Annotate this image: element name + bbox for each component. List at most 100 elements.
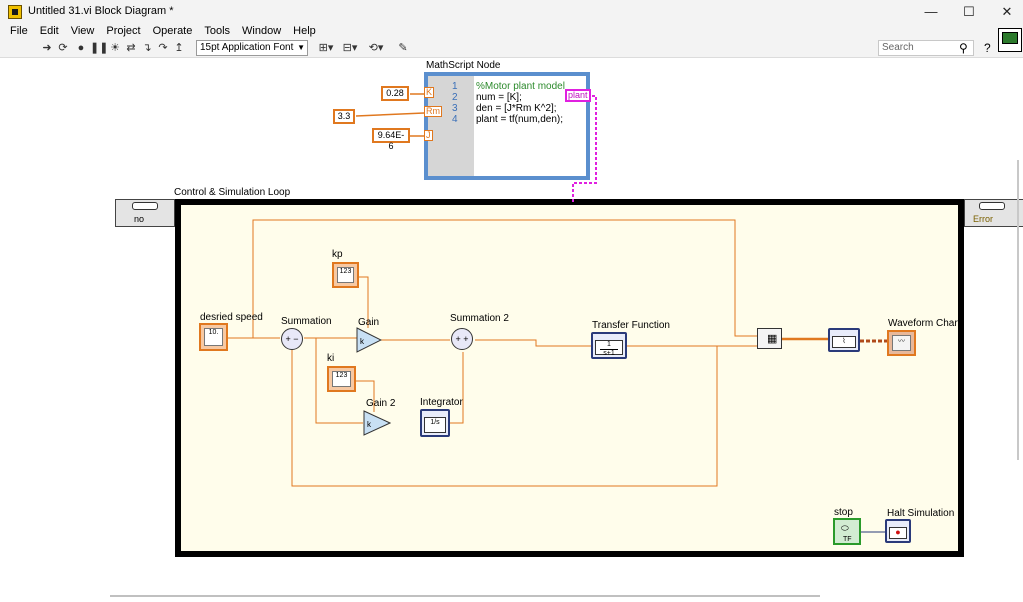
summation2-block[interactable]: + + <box>451 328 473 350</box>
menu-view[interactable]: View <box>70 25 95 37</box>
menu-file[interactable]: File <box>10 25 28 37</box>
abort-icon[interactable]: ● <box>77 42 85 54</box>
gain-block[interactable]: k <box>356 327 382 353</box>
loop-input-label: no <box>134 214 145 224</box>
search-icon[interactable]: ⚲ <box>959 41 968 55</box>
gain2-symbol: k <box>367 420 372 429</box>
halt-simulation-block[interactable]: ● <box>885 519 911 543</box>
step-out-icon[interactable]: ↥ <box>174 42 184 54</box>
help-icon[interactable]: ? <box>984 41 991 55</box>
search-input[interactable]: Search <box>878 40 974 56</box>
cleanup-diagram-icon[interactable]: ✎ <box>398 42 408 54</box>
menu-help[interactable]: Help <box>293 25 316 37</box>
tf-numerator: 1 <box>600 341 618 350</box>
minimize-button[interactable]: — <box>924 4 938 19</box>
menu-bar: File Edit View Project Operate Tools Win… <box>0 24 1023 38</box>
constant-k[interactable]: 0.28 <box>381 86 409 101</box>
stop-sign-icon: ● <box>889 527 907 539</box>
kp-value: 123 <box>337 267 354 283</box>
mathscript-node[interactable]: 1 2 3 4 %Motor plant model num = [K]; de… <box>424 72 590 180</box>
run-continuously-icon[interactable]: ⟳ <box>58 42 68 54</box>
ki-control[interactable]: 123 <box>327 366 356 392</box>
line-number: 4 <box>452 114 458 125</box>
labview-app-icon <box>8 5 22 19</box>
loop-error-label: Error <box>973 214 993 224</box>
mathscript-input-rm[interactable]: Rm <box>424 106 442 117</box>
gain-label: Gain <box>358 317 380 328</box>
line-number: 3 <box>452 103 458 114</box>
window-title: Untitled 31.vi Block Diagram * <box>28 5 174 17</box>
script-line[interactable]: num = [K]; <box>476 92 522 103</box>
desired-speed-ramp: 10. <box>204 328 223 346</box>
gain-symbol: k <box>360 337 365 346</box>
waveform-chart-terminal[interactable]: 〰 <box>887 330 916 356</box>
integrator-symbol: 1/s <box>424 417 446 433</box>
stop-label: stop <box>834 507 853 518</box>
step-into-icon[interactable]: ↴ <box>142 42 152 54</box>
menu-tools[interactable]: Tools <box>204 25 231 37</box>
integrator-label: Integrator <box>420 397 463 408</box>
line-number: 1 <box>452 81 458 92</box>
summation-label: Summation <box>281 316 332 327</box>
mathscript-input-k[interactable]: K <box>424 87 435 98</box>
constant-j[interactable]: 9.64E-6 <box>372 128 410 151</box>
transfer-function-block[interactable]: 1 s+1 <box>591 332 627 359</box>
font-select-value: 15pt Application Font <box>200 42 294 53</box>
desired-speed-terminal[interactable]: 10. <box>199 323 228 351</box>
menu-edit[interactable]: Edit <box>39 25 59 37</box>
integrator-block[interactable]: 1/s <box>420 409 450 437</box>
vi-icon[interactable] <box>998 28 1022 52</box>
step-over-icon[interactable]: ↷ <box>158 42 168 54</box>
reorder-icon[interactable]: ⟲▾ <box>368 42 384 54</box>
ki-value: 123 <box>332 371 351 387</box>
stop-value: TF <box>843 536 852 543</box>
menu-project[interactable]: Project <box>106 25 141 37</box>
waveform-chart-label: Waveform Chart <box>888 318 961 329</box>
stop-button-terminal[interactable]: TF ⬭ <box>833 518 861 545</box>
gain2-label: Gain 2 <box>366 398 396 409</box>
toggle-icon: ⬭ <box>841 523 849 533</box>
table-icon: ▦ <box>767 333 778 345</box>
summation-block[interactable]: + − <box>281 328 303 350</box>
gain2-block[interactable]: k <box>363 410 391 436</box>
pause-icon[interactable]: ❚❚ <box>90 42 109 54</box>
menu-window[interactable]: Window <box>242 25 282 37</box>
constant-rm[interactable]: 3.3 <box>333 109 355 124</box>
script-line[interactable]: %Motor plant model <box>476 81 565 92</box>
horizontal-scrollbar[interactable] <box>110 595 820 597</box>
vertical-scrollbar[interactable] <box>1017 160 1019 460</box>
ki-label: ki <box>327 353 335 364</box>
script-line[interactable]: plant = tf(num,den); <box>476 114 563 125</box>
loop-output-terminal[interactable]: Error <box>964 199 1023 227</box>
line-number: 2 <box>452 92 458 103</box>
run-arrow-icon[interactable]: ➜ <box>42 42 52 54</box>
transfer-function-label: Transfer Function <box>592 320 670 331</box>
mathscript-input-j[interactable]: J <box>424 130 433 141</box>
desired-speed-label: desried speed <box>200 312 263 323</box>
highlight-execution-icon[interactable]: ☀ <box>110 42 120 54</box>
collector-icon: ⌇ <box>832 336 856 348</box>
align-objects-icon[interactable]: ⊞▾ <box>318 42 334 54</box>
summation2-label: Summation 2 <box>450 313 509 324</box>
mathscript-gutter <box>428 76 474 176</box>
loop-label: Control & Simulation Loop <box>174 187 291 198</box>
tf-denominator: s+1 <box>603 350 615 357</box>
control-simulation-loop[interactable] <box>175 199 964 557</box>
mathscript-output-plant[interactable]: plant <box>565 89 591 102</box>
title-bar: Untitled 31.vi Block Diagram * — ☐ ✕ <box>0 0 1023 24</box>
transfer-function-face: 1 s+1 <box>595 340 623 357</box>
script-line[interactable]: den = [J*Rm K^2]; <box>476 103 557 114</box>
waveform-chart-icon: 〰 <box>892 335 911 351</box>
build-array-block[interactable]: ▦ <box>757 328 782 349</box>
close-button[interactable]: ✕ <box>1001 4 1013 19</box>
mathscript-label: MathScript Node <box>426 60 501 71</box>
kp-control[interactable]: 123 <box>332 262 359 288</box>
retain-wire-values-icon[interactable]: ⇄ <box>126 42 136 54</box>
distribute-objects-icon[interactable]: ⊟▾ <box>342 42 358 54</box>
loop-input-terminal[interactable]: no <box>115 199 175 227</box>
maximize-button[interactable]: ☐ <box>963 4 975 19</box>
font-select[interactable]: 15pt Application Font ▼ <box>196 40 308 56</box>
collector-block[interactable]: ⌇ <box>828 328 860 352</box>
halt-simulation-label: Halt Simulation <box>887 508 955 519</box>
menu-operate[interactable]: Operate <box>152 25 193 37</box>
